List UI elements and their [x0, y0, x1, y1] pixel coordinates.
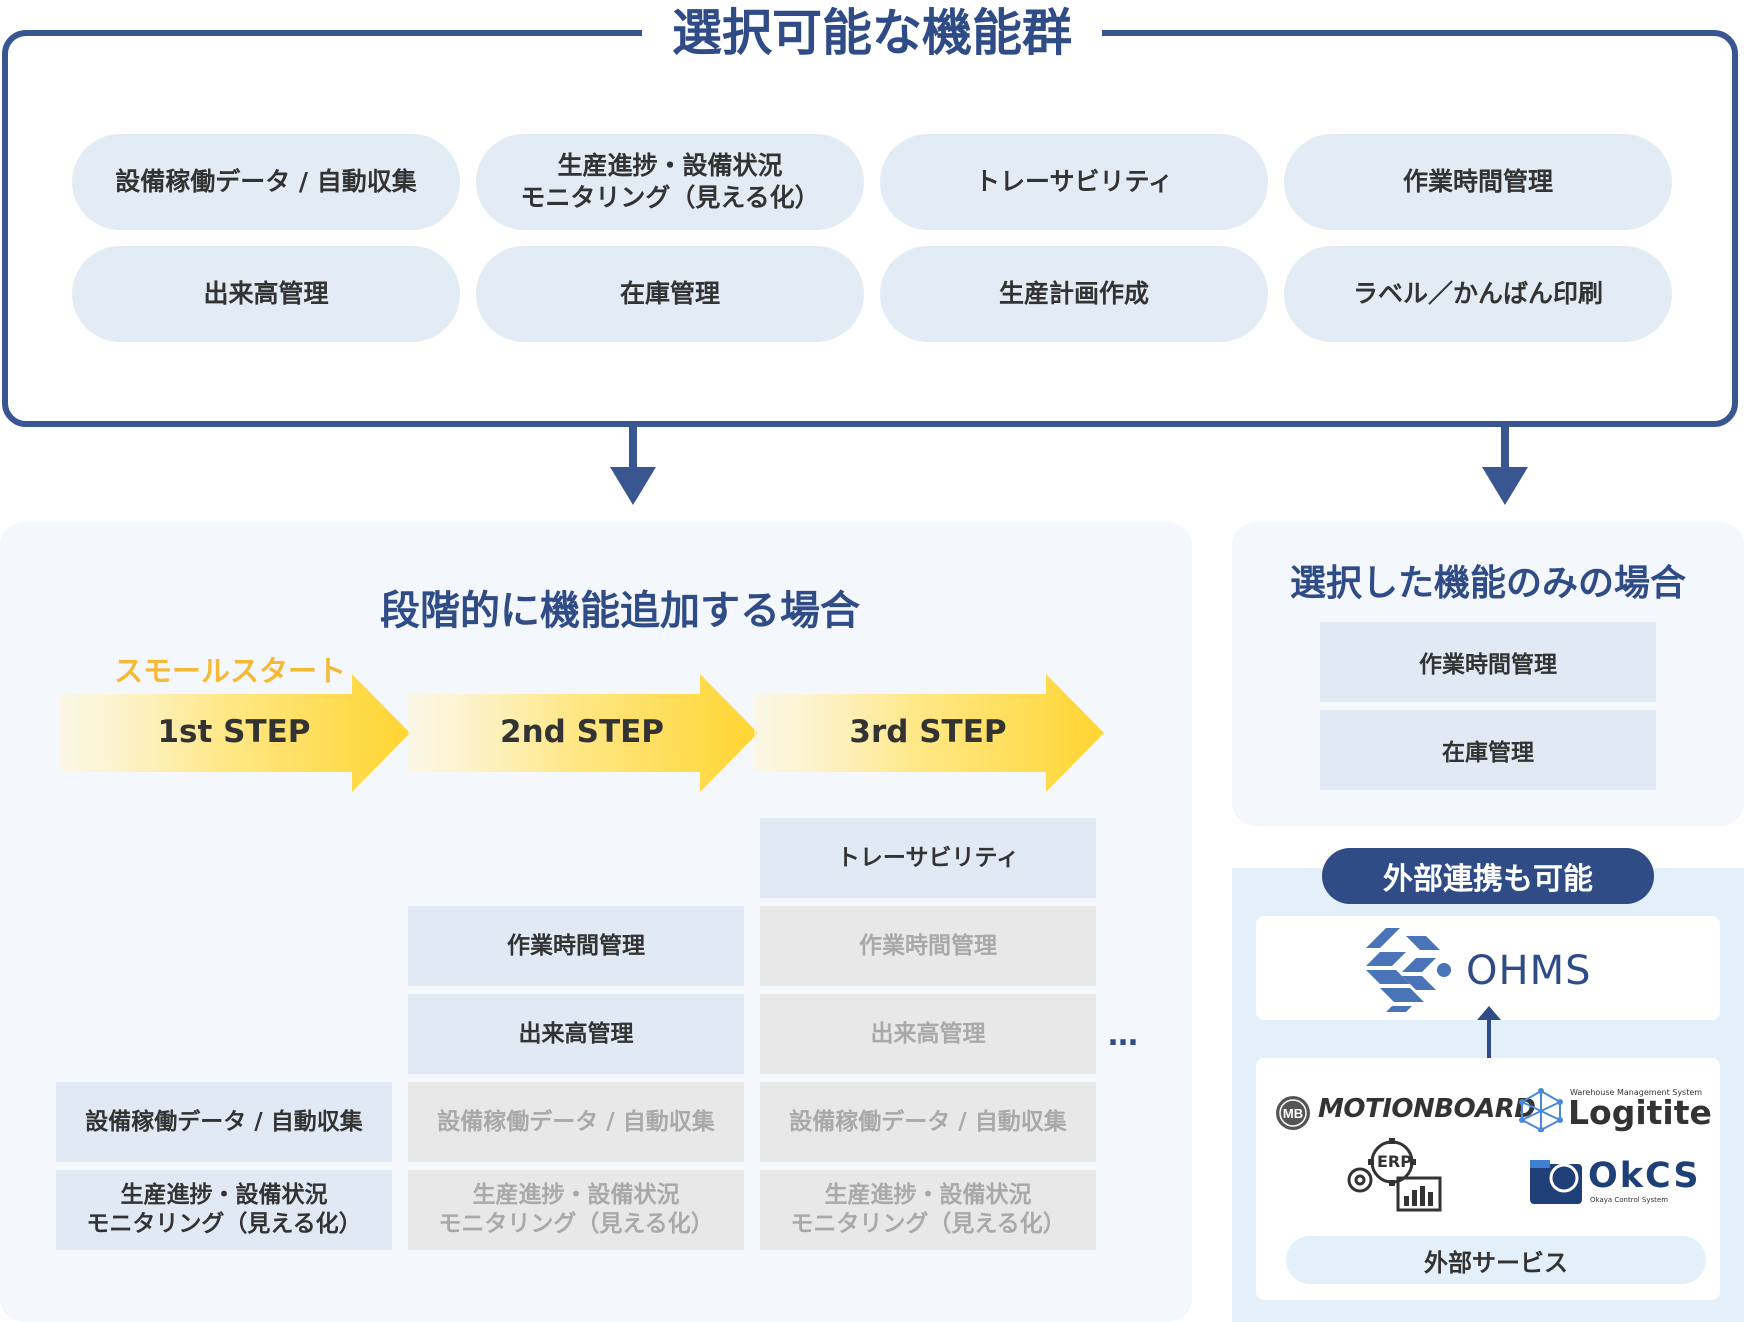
- step-label: 2nd STEP: [500, 714, 664, 750]
- step2-cell: 生産進捗・設備状況 モニタリング（見える化）: [408, 1170, 744, 1250]
- selected-cell: 在庫管理: [1320, 710, 1656, 790]
- step3-cell: トレーサビリティ: [760, 818, 1096, 898]
- more-ellipsis: …: [1108, 1018, 1141, 1053]
- function-group-title: 選択可能な機能群: [0, 0, 1744, 66]
- step1-cell: 生産進捗・設備状況 モニタリング（見える化）: [56, 1170, 392, 1250]
- function-pill: 在庫管理: [476, 246, 864, 342]
- svg-text:MB: MB: [1283, 1106, 1303, 1121]
- motionboard-label: MOTIONBOARD: [1318, 1094, 1536, 1124]
- erp-icon: [1347, 1138, 1442, 1212]
- external-services-label: 外部サービス: [1286, 1236, 1706, 1284]
- step-arrow-2: [408, 674, 758, 792]
- down-arrow-icon: [610, 427, 656, 505]
- function-pill: 出来高管理: [72, 246, 460, 342]
- step-arrow-1: [60, 674, 410, 792]
- small-start-label: スモールスタート: [113, 654, 346, 688]
- function-pill: ラベル／かんばん印刷: [1284, 246, 1672, 342]
- ohms-label: OHMS: [1466, 948, 1592, 994]
- motionboard-logo-icon: MB: [1276, 1096, 1310, 1130]
- logitite-label: Logitite: [1568, 1093, 1712, 1132]
- ohms-box: [1256, 916, 1720, 1020]
- step1-cell: 設備稼働データ / 自動収集: [56, 1082, 392, 1162]
- step3-cell: 出来高管理: [760, 994, 1096, 1074]
- step3-cell: 生産進捗・設備状況 モニタリング（見える化）: [760, 1170, 1096, 1250]
- selected-cell: 作業時間管理: [1320, 622, 1656, 702]
- step3-cell: 設備稼働データ / 自動収集: [760, 1082, 1096, 1162]
- ohms-logo-icon: [1366, 928, 1451, 1012]
- logitite-subtitle: Warehouse Management System: [1570, 1088, 1703, 1097]
- function-pill: 作業時間管理: [1284, 134, 1672, 230]
- function-pill: トレーサビリティ: [880, 134, 1268, 230]
- function-pill: 生産進捗・設備状況 モニタリング（見える化）: [476, 134, 864, 230]
- step-arrow-3: [754, 674, 1104, 792]
- step2-cell: 設備稼働データ / 自動収集: [408, 1082, 744, 1162]
- step2-cell: 作業時間管理: [408, 906, 744, 986]
- step-label: 1st STEP: [157, 714, 311, 750]
- function-pill: 生産計画作成: [880, 246, 1268, 342]
- logitite-logo-icon: [1519, 1088, 1563, 1132]
- step3-cell: 作業時間管理: [760, 906, 1096, 986]
- function-pill: 設備稼働データ / 自動収集: [72, 134, 460, 230]
- okcs-subtitle: Okaya Control System: [1590, 1196, 1669, 1204]
- selected-only-title: 選択した機能のみの場合: [1289, 563, 1686, 604]
- step-arrows: [60, 674, 1104, 792]
- down-arrow-icon: [1482, 427, 1528, 505]
- okcs-label: OkCS: [1588, 1156, 1701, 1196]
- step-label: 3rd STEP: [849, 714, 1007, 750]
- step2-cell: 出来高管理: [408, 994, 744, 1074]
- okcs-logo-icon: [1530, 1160, 1582, 1204]
- external-badge: 外部連携も可能: [1322, 848, 1654, 904]
- stepwise-title: 段階的に機能追加する場合: [380, 588, 860, 634]
- erp-label: ERP: [1377, 1152, 1412, 1171]
